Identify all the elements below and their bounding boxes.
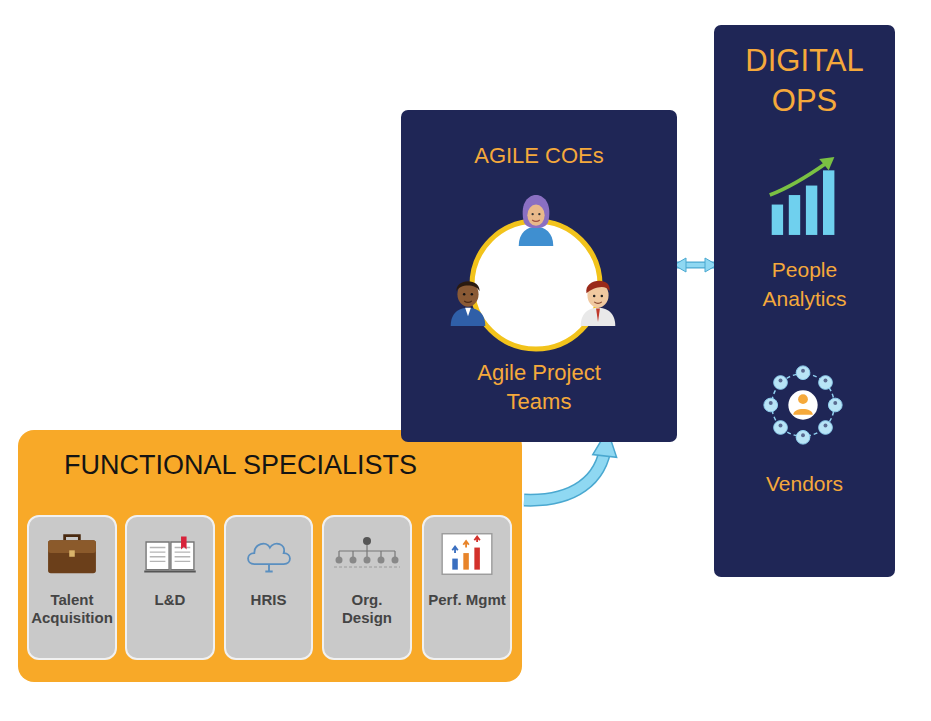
symbol-icon [332, 533, 402, 573]
band-title: FUNCTIONAL SPECIALISTS [64, 450, 522, 481]
avatar-icon [444, 272, 492, 326]
symbol-icon [241, 531, 297, 577]
tile-label: Talent Acquisition [31, 591, 113, 627]
connector-arrow [524, 444, 606, 500]
panel-title: AGILE COEs [474, 142, 604, 170]
specialist-tile: Perf. Mgmt [422, 515, 512, 660]
symbol-icon [439, 531, 495, 577]
connector-outline [524, 444, 606, 500]
panel-caption: Agile Project Teams [454, 358, 624, 416]
agile-coe-panel: AGILE COEsAgile Project Teams [401, 110, 677, 442]
functional-band: FUNCTIONAL SPECIALISTS Talent Acquisition… [18, 430, 522, 682]
specialist-tile: Org. Design [322, 515, 412, 660]
tile-label: Org. Design [326, 591, 408, 627]
symbol-icon [44, 531, 100, 577]
tile-label: HRIS [251, 591, 287, 609]
avatar-icon [574, 272, 622, 326]
icon-label: Vendors [766, 469, 843, 498]
connector-arrow [677, 265, 714, 266]
specialist-tile: L&D [125, 515, 215, 660]
specialist-tile: Talent Acquisition [27, 515, 117, 660]
symbol-icon [766, 153, 842, 239]
digital-ops-panel: DIGITAL OPS People AnalyticsVendors [714, 25, 895, 577]
connector-line [524, 444, 606, 500]
icon-label: People Analytics [735, 255, 875, 313]
panel-title: DIGITAL OPS [730, 41, 880, 121]
connector-line [677, 263, 714, 268]
symbol-icon [759, 361, 847, 449]
symbol-icon [142, 531, 198, 577]
avatar-icon [512, 192, 560, 246]
connector-outline [677, 262, 714, 269]
tile-label: L&D [155, 591, 186, 609]
specialist-tile: HRIS [224, 515, 313, 660]
tile-label: Perf. Mgmt [428, 591, 506, 609]
